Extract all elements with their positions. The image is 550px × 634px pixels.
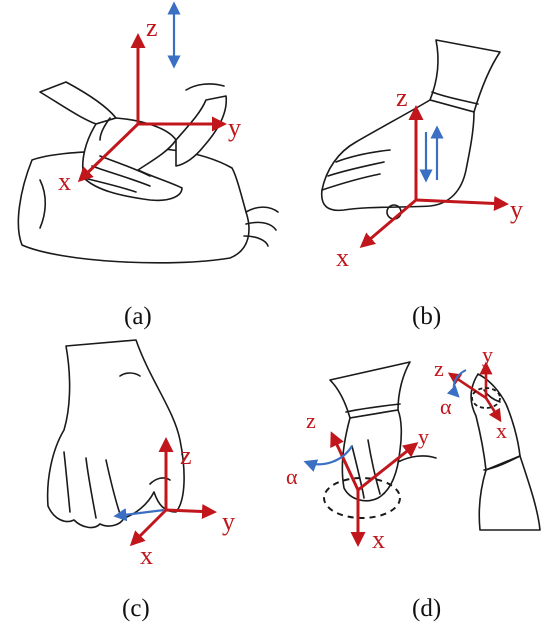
inset-axis-y-label: y (482, 342, 493, 367)
axis-x-label: x (140, 541, 153, 570)
hands-compressing-illustration (39, 81, 228, 202)
hand-kneading-illustration (323, 361, 437, 519)
inset-axis-z-label: z (434, 356, 444, 381)
hand-heel-illustration (320, 39, 501, 220)
rotation-alpha-label: α (286, 464, 298, 489)
axes-a: z y x (58, 13, 241, 196)
panel-c-caption: (c) (122, 595, 150, 622)
panel-b: z y x (b) (320, 39, 523, 330)
panel-d: z y x α z y x α (d) (286, 342, 541, 622)
panel-a: z y x (a) (17, 1, 279, 330)
axis-y-label: y (510, 195, 523, 224)
axis-x-label: x (336, 243, 349, 272)
pillow-illustration (17, 147, 279, 264)
axes-b: z y x (336, 83, 523, 272)
hand-inset-illustration (470, 373, 541, 531)
axis-x-label: x (58, 167, 71, 196)
panel-d-caption: (d) (412, 595, 441, 622)
axis-y-label: y (418, 424, 429, 449)
axis-z-label: z (146, 13, 158, 42)
panel-c: z y x (c) (46, 339, 235, 622)
panel-b-caption: (b) (412, 303, 441, 330)
hand-fingers-illustration (46, 339, 185, 529)
axis-y-label: y (222, 507, 235, 536)
axes-d-inset: z y x α (434, 342, 507, 443)
rotation-arrow (303, 445, 353, 472)
axis-z-label: z (396, 83, 408, 112)
axis-y-label: y (228, 113, 241, 142)
inset-rotation-alpha-label: α (440, 394, 452, 419)
motion-arrow-lateral (113, 508, 165, 522)
panel-a-caption: (a) (124, 303, 152, 330)
axis-z-label: z (180, 441, 192, 470)
inset-circular-motion-path (471, 387, 501, 409)
axes-d-main: z y x α (286, 408, 429, 554)
inset-rotation-arrow (446, 369, 467, 398)
axis-z-label: z (306, 408, 316, 433)
inset-axis-x-label: x (496, 418, 507, 443)
axes-c: z y x (129, 437, 235, 570)
circular-motion-path (323, 477, 401, 519)
axis-x-label: x (372, 525, 385, 554)
